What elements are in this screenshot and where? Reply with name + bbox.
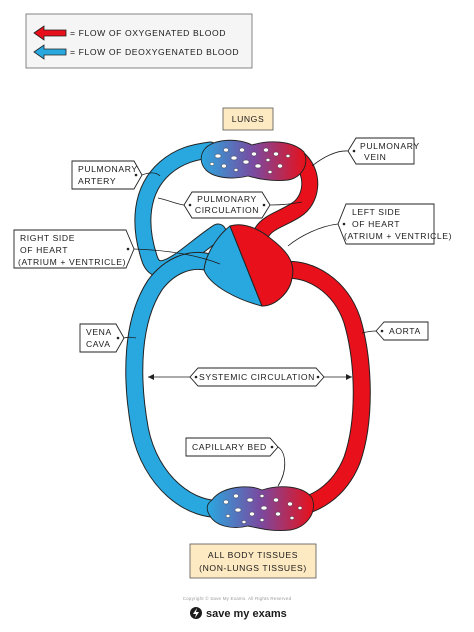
pulmonary-artery-label-line2: ARTERY [78, 176, 116, 186]
left-side-label-line2: OF HEART [352, 219, 400, 229]
lung-capillary-dots [209, 147, 291, 174]
body-capillary-bed [206, 486, 314, 531]
right-side-label-line2: OF HEART [20, 245, 68, 255]
right-side-label-line3: (ATRIUM + VENTRICLE) [18, 257, 126, 267]
systemic-circulation-label-text: SYSTEMIC CIRCULATION [199, 372, 315, 382]
body-tissues-label-line1: ALL BODY TISSUES [208, 550, 298, 560]
brand-name: save my exams [206, 608, 287, 620]
legend: = FLOW OF OXYGENATED BLOOD = FLOW OF DEO… [25, 13, 253, 69]
vena-cava-vessel [126, 252, 236, 517]
pulmonary-vein-label-line2: VEIN [364, 152, 386, 162]
pulmonary-circulation-label: PULMONARY CIRCULATION [157, 191, 303, 219]
save-my-exams-logo-icon [190, 607, 202, 619]
body-tissues-label-box: ALL BODY TISSUES (NON-LUNGS TISSUES) [189, 543, 317, 579]
pulmonary-vein-label-line1: PULMONARY [360, 141, 420, 151]
right-side-heart-label: RIGHT SIDE OF HEART (ATRIUM + VENTRICLE) [13, 229, 221, 269]
legend-oxygenated-label: = FLOW OF OXYGENATED BLOOD [70, 28, 226, 38]
copyright-text: Copyright © Save My Exams. All Rights Re… [183, 595, 292, 601]
pulmonary-artery-label: PULMONARY ARTERY [71, 160, 161, 190]
footer: Copyright © Save My Exams. All Rights Re… [183, 595, 292, 620]
left-side-label-line1: LEFT SIDE [352, 207, 401, 217]
systemic-circulation-label: SYSTEMIC CIRCULATION [148, 367, 352, 387]
lung-capillary-bed [200, 139, 307, 181]
aorta-label-text: AORTA [389, 326, 421, 336]
lungs-label-box: LUNGS [222, 107, 274, 131]
pulmonary-artery-label-line1: PULMONARY [78, 164, 138, 174]
capillary-bed-label: CAPILLARY BED [185, 437, 286, 487]
lungs-label: LUNGS [232, 114, 265, 124]
body-tissues-label-line2: (NON-LUNGS TISSUES) [199, 563, 307, 573]
capillary-bed-label-text: CAPILLARY BED [192, 442, 267, 452]
left-side-label-line3: (ATRIUM + VENTRICLE) [344, 231, 452, 241]
heart [203, 224, 294, 307]
aorta-label: AORTA [361, 321, 429, 341]
vena-cava-label-line1: VENA [86, 327, 112, 337]
pulmonary-circulation-label-line2: CIRCULATION [195, 205, 259, 215]
pulmonary-vein-vessel [254, 152, 318, 240]
vena-cava-label: VENA CAVA [79, 323, 137, 353]
legend-deoxygenated-label: = FLOW OF DEOXYGENATED BLOOD [70, 47, 239, 57]
vessels [125, 141, 371, 518]
oxygenated-arrow-icon [33, 25, 67, 41]
left-side-heart-label: LEFT SIDE OF HEART (ATRIUM + VENTRICLE) [287, 203, 452, 247]
deoxygenated-arrow-icon [33, 44, 67, 60]
right-side-label-line1: RIGHT SIDE [20, 233, 75, 243]
heart-right-side [203, 225, 263, 307]
pulmonary-vein-label: PULMONARY VEIN [311, 137, 420, 167]
heart-left-side [229, 224, 294, 307]
aorta-vessel [277, 261, 370, 516]
vena-cava-label-line2: CAVA [86, 339, 111, 349]
pulmonary-circulation-label-line1: PULMONARY [197, 194, 257, 204]
body-capillary-dots [223, 493, 303, 524]
legend-box [25, 13, 253, 69]
